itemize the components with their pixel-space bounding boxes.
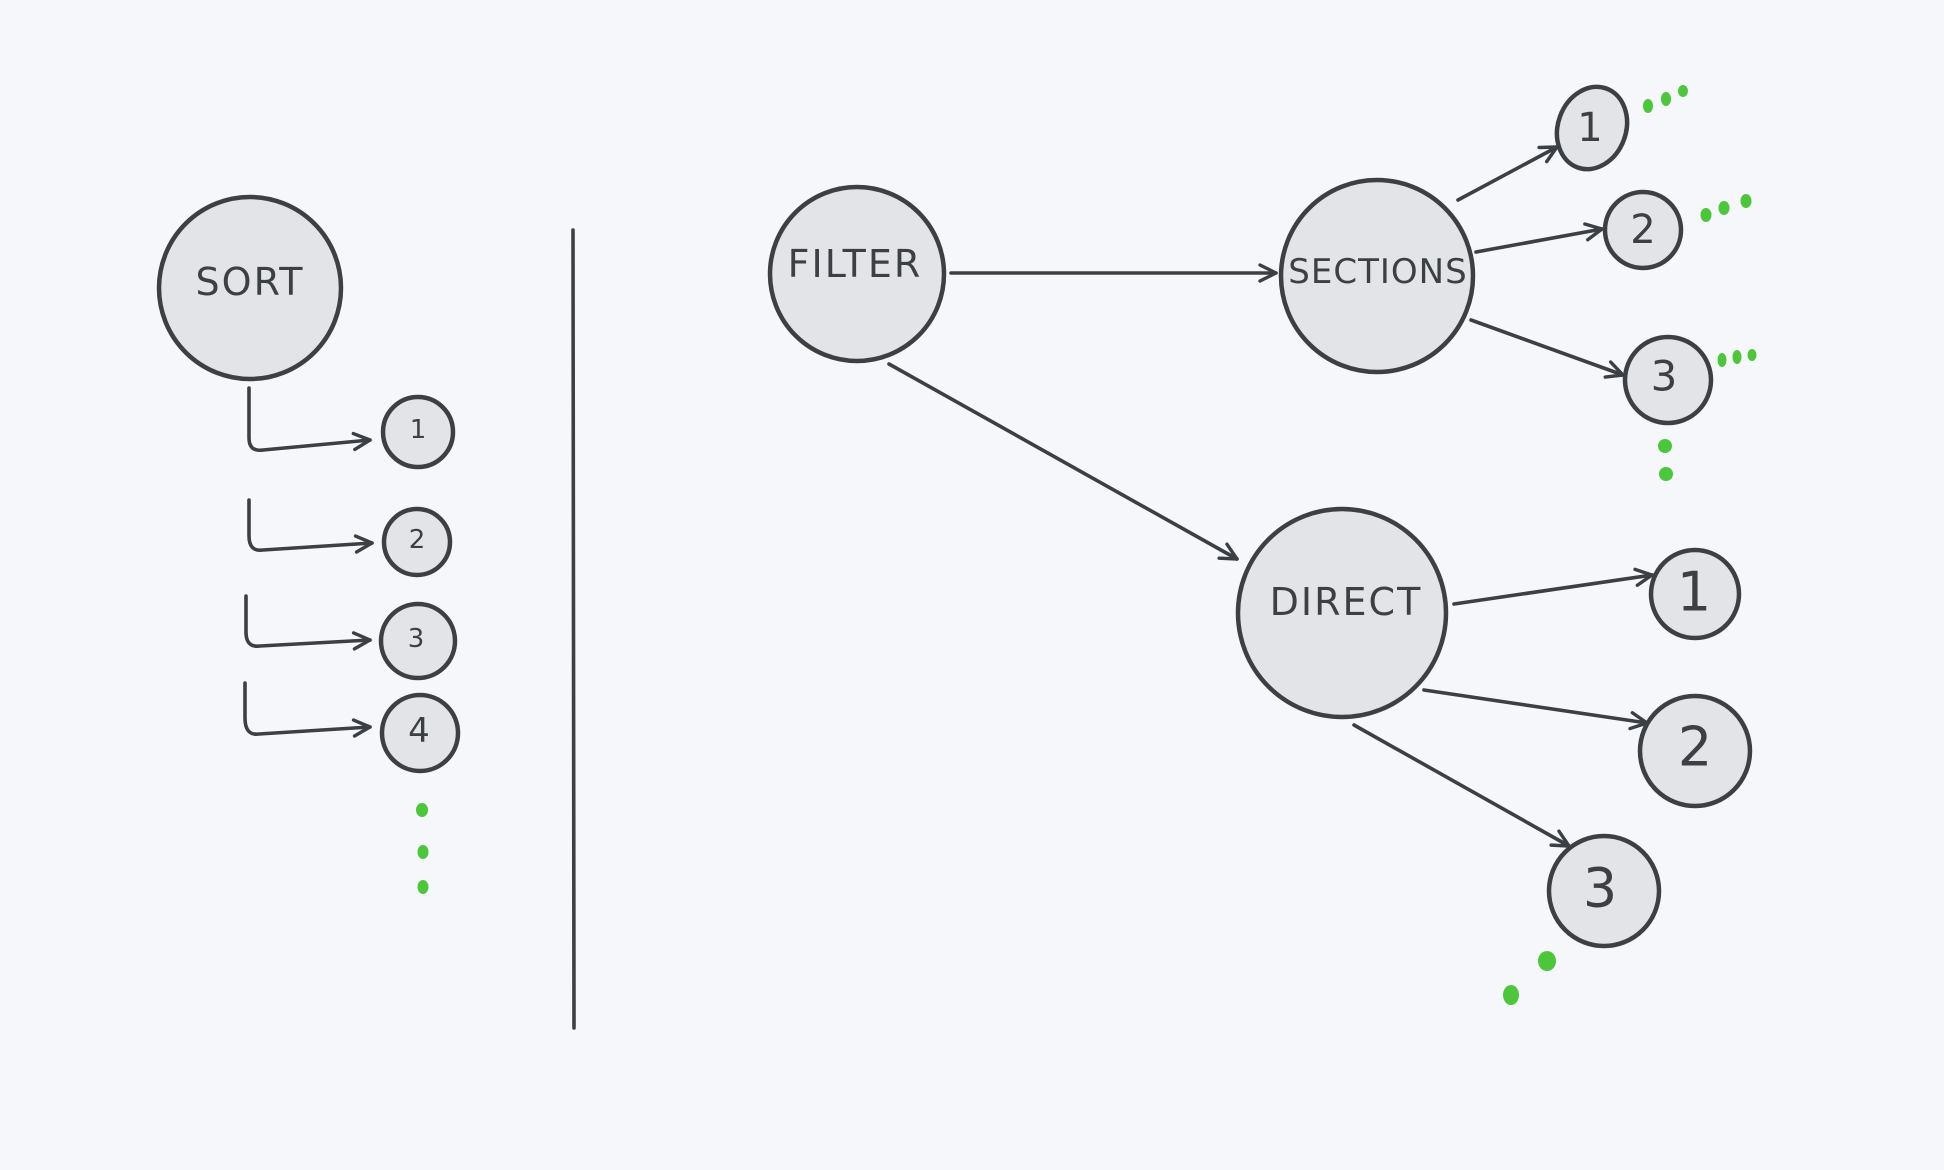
sort-child-label-2: 2 [409,525,426,555]
sort-child-node-4 [379,692,461,774]
sort-edge-3 [244,594,372,651]
panel-divider [571,228,576,1030]
sections-child-label-3: 3 [1651,352,1678,401]
sections-child-2-dots [1700,194,1752,222]
sections-child-label-2: 2 [1630,207,1655,253]
sections-child-3-dots [1658,349,1757,481]
filter-node [767,184,947,364]
sort-child-node-1 [380,394,456,470]
direct-child-label-1: 1 [1677,561,1711,624]
sort-group: SORT 1 2 3 4 [156,194,461,894]
direct-label: DIRECT [1270,580,1423,624]
sections-label: SECTIONS [1288,252,1467,292]
sections-child-1-dots [1643,85,1688,113]
direct-child-label-2: 2 [1678,716,1712,779]
sections-child-node-2 [1602,189,1684,271]
direct-edge-3 [1352,723,1571,848]
direct-child-node-1 [1648,547,1742,641]
sort-child-node-2 [381,506,453,578]
sections-edge-2 [1474,222,1604,254]
sections-node [1278,177,1476,375]
direct-edge-1 [1452,567,1654,606]
direct-child-3-dots [1503,951,1556,1005]
direct-node [1235,506,1449,720]
sort-label: SORT [196,260,305,304]
sections-edge-3 [1469,318,1625,379]
direct-edge-2 [1422,688,1649,731]
direct-child-node-3 [1546,833,1662,949]
filter-label: FILTER [788,242,923,286]
filter-to-direct-edge [887,362,1239,561]
sort-child-label-4: 4 [408,711,430,751]
sort-child-label-3: 3 [408,624,425,654]
direct-child-node-2 [1637,693,1753,809]
sort-edge-1 [247,386,372,453]
sort-edge-2 [247,498,374,554]
sections-child-node-1 [1554,84,1630,172]
sort-continuation-dots [416,803,429,894]
filter-group: FILTER SECTIONS 1 2 3 [767,84,1757,1005]
sort-child-node-3 [378,601,458,681]
sort-node [156,194,344,382]
sort-child-label-1: 1 [410,415,427,445]
sections-edge-1 [1456,145,1559,202]
sections-child-label-1: 1 [1577,105,1602,151]
direct-child-label-3: 3 [1583,857,1617,920]
sections-child-node-3 [1622,334,1714,426]
sort-edge-4 [243,681,372,738]
